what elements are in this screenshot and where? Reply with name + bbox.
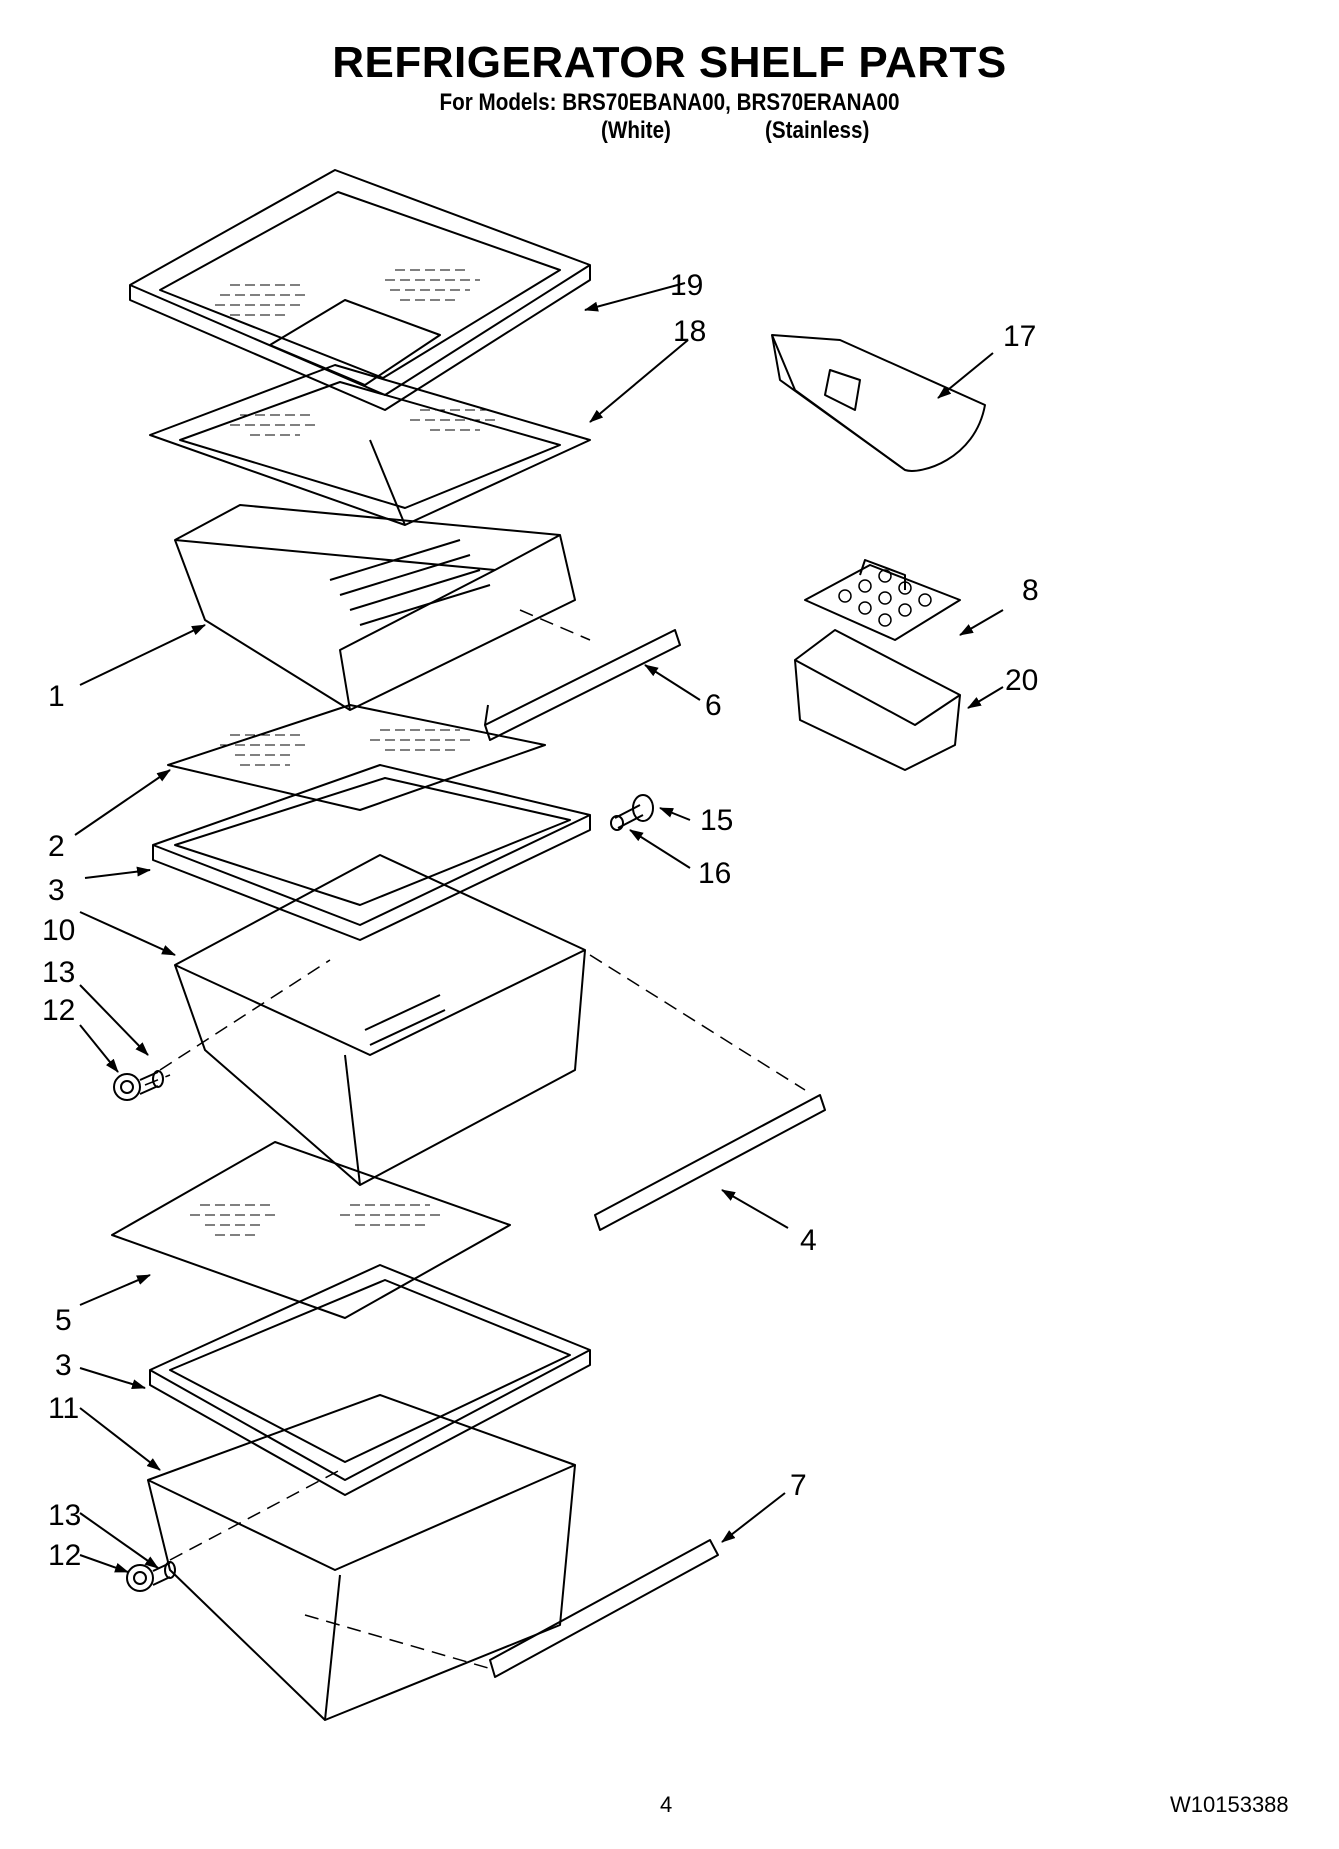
callout-2: 2 bbox=[48, 830, 65, 863]
part-12-13-roller-b bbox=[126, 1561, 176, 1592]
page-number: 4 bbox=[660, 1792, 673, 1817]
callout-18: 18 bbox=[673, 315, 706, 348]
callout-6: 6 bbox=[705, 689, 722, 722]
callout-12b: 12 bbox=[48, 1539, 81, 1572]
part-4-cover bbox=[594, 1094, 826, 1231]
part-17-door-bin bbox=[771, 334, 986, 472]
part-6-cover bbox=[484, 629, 681, 741]
part-2-glass-shelf bbox=[167, 704, 546, 811]
callout-13b: 13 bbox=[48, 1499, 81, 1532]
part-8-egg-tray bbox=[804, 559, 961, 641]
part-11-crisper-pan bbox=[147, 1394, 576, 1721]
callout-15: 15 bbox=[700, 804, 733, 837]
callout-13a: 13 bbox=[42, 956, 75, 989]
part-12-13-roller-a bbox=[113, 1070, 164, 1101]
part-1-crisper-pan bbox=[174, 504, 576, 711]
document-number: W10153388 bbox=[1170, 1792, 1289, 1817]
callout-12a: 12 bbox=[42, 994, 75, 1027]
part-5-glass-shelf bbox=[111, 1141, 511, 1319]
part-7-cover bbox=[489, 1539, 719, 1678]
part-3a-crisper-frame bbox=[152, 764, 591, 941]
variant-stainless: (Stainless) bbox=[765, 117, 870, 144]
callout-8: 8 bbox=[1022, 574, 1039, 607]
models-line: For Models: BRS70EBANA00, BRS70ERANA00 bbox=[439, 89, 900, 116]
callout-3a: 3 bbox=[48, 874, 65, 907]
part-19-shelf-frame bbox=[129, 169, 591, 411]
callout-7: 7 bbox=[790, 1469, 807, 1502]
part-10-crisper-pan bbox=[174, 854, 586, 1186]
callout-11: 11 bbox=[48, 1392, 79, 1425]
callout-5: 5 bbox=[55, 1304, 72, 1337]
callout-19: 19 bbox=[670, 269, 703, 302]
part-20-egg-bin bbox=[794, 629, 961, 771]
part-15-16-fastener bbox=[610, 794, 654, 831]
callout-10: 10 bbox=[42, 914, 75, 947]
page-title: REFRIGERATOR SHELF PARTS bbox=[332, 38, 1007, 87]
callout-4: 4 bbox=[800, 1224, 817, 1257]
callout-1: 1 bbox=[48, 680, 65, 713]
callout-labels: 19 18 17 8 20 1 6 15 16 2 3 10 13 12 4 5… bbox=[42, 269, 1039, 1572]
part-18-shelf-frame bbox=[149, 364, 591, 526]
callout-17: 17 bbox=[1003, 320, 1036, 353]
callout-20: 20 bbox=[1005, 664, 1038, 697]
callout-3b: 3 bbox=[55, 1349, 72, 1382]
variant-white: (White) bbox=[601, 117, 671, 144]
part-3b-crisper-frame bbox=[149, 1264, 591, 1496]
leader-lines bbox=[74, 282, 1004, 1573]
alignment-lines bbox=[144, 609, 806, 1671]
callout-16: 16 bbox=[698, 857, 731, 890]
